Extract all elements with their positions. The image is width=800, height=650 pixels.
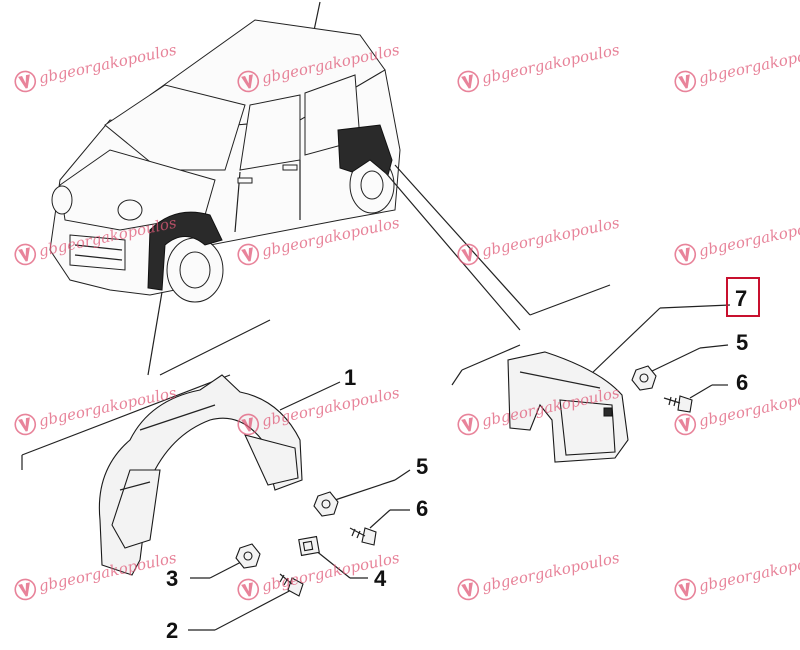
watermark-logo-icon <box>457 243 480 266</box>
watermark-text: gbgeorgakopoulos <box>260 383 401 430</box>
watermark-logo-icon <box>14 578 37 601</box>
watermark-text: gbgeorgakopoulos <box>697 213 800 260</box>
part-rear-wheel-arch-liner <box>507 351 629 463</box>
callout-6-bottom: 6 <box>416 496 428 521</box>
watermark: gbgeorgakopoulos <box>14 40 178 93</box>
callout-1: 1 <box>344 365 356 390</box>
callout-4: 4 <box>374 566 387 591</box>
callout-2: 2 <box>166 618 178 643</box>
watermark: gbgeorgakopoulos <box>674 40 800 93</box>
watermark-logo-icon <box>14 243 37 266</box>
callout-7-highlight-box <box>726 277 760 317</box>
watermark-text: gbgeorgakopoulos <box>697 548 800 595</box>
car-illustration <box>49 1 401 303</box>
watermark: gbgeorgakopoulos <box>674 213 800 266</box>
watermark-text: gbgeorgakopoulos <box>697 40 800 87</box>
part-clip <box>298 535 320 557</box>
watermark-logo-icon <box>674 70 697 93</box>
callout-5-right: 5 <box>736 330 748 355</box>
callout-3: 3 <box>166 566 178 591</box>
callout-5-bottom: 5 <box>416 454 428 479</box>
watermark-logo-icon <box>674 578 697 601</box>
watermark-logo-icon <box>14 413 37 436</box>
watermark-logo-icon <box>237 413 260 436</box>
watermark-text: gbgeorgakopoulos <box>480 213 621 260</box>
watermark-text: gbgeorgakopoulos <box>480 40 621 87</box>
watermark-logo-icon <box>674 413 697 436</box>
watermark-text: gbgeorgakopoulos <box>37 40 178 87</box>
watermark-text: gbgeorgakopoulos <box>697 383 800 430</box>
watermark-logo-icon <box>237 243 260 266</box>
part-nut-left <box>235 543 261 569</box>
part-nut-right <box>631 365 657 391</box>
watermark: gbgeorgakopoulos <box>457 548 621 601</box>
callout-7: 7 <box>735 286 747 311</box>
watermark-logo-icon <box>457 578 480 601</box>
watermark: gbgeorgakopoulos <box>674 548 800 601</box>
watermark: gbgeorgakopoulos <box>457 213 621 266</box>
part-nut-bottom <box>313 491 339 517</box>
leader-lines <box>21 164 731 631</box>
watermark-logo-icon <box>674 243 697 266</box>
watermark-logo-icon <box>237 578 260 601</box>
watermark-logo-icon <box>457 70 480 93</box>
part-screw-left <box>279 573 304 597</box>
watermark: gbgeorgakopoulos <box>457 40 621 93</box>
watermark-logo-icon <box>14 70 37 93</box>
part-screw-right <box>663 395 693 413</box>
watermark: gbgeorgakopoulos <box>14 548 178 601</box>
watermark-logo-icon <box>237 70 260 93</box>
callout-6-right: 6 <box>736 370 748 395</box>
watermark-text: gbgeorgakopoulos <box>480 548 621 595</box>
part-screw-bottom <box>349 527 377 546</box>
watermark-logo-icon <box>457 413 480 436</box>
